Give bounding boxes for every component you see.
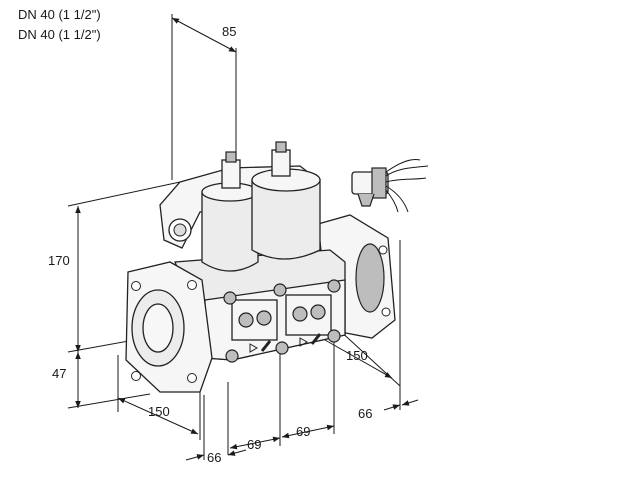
dimension-lines — [67, 14, 419, 461]
caption-line-2: DN 40 (1 1/2") — [18, 27, 101, 42]
dim-flange-left: 150 — [148, 404, 170, 419]
connector-plug — [351, 159, 429, 213]
dim-flange-right: 150 — [346, 348, 368, 363]
caption-line-1: DN 40 (1 1/2") — [18, 7, 101, 22]
dim-top-width: 85 — [222, 24, 236, 39]
dim-height-upper: 170 — [48, 253, 70, 268]
dim-pitch-b: 69 — [296, 424, 310, 439]
dim-pitch-a: 69 — [247, 437, 261, 452]
dim-offset-right: 66 — [358, 406, 372, 421]
dim-height-lower: 47 — [52, 366, 66, 381]
valve-assembly — [125, 141, 396, 393]
dim-offset-bottom: 66 — [207, 450, 221, 465]
